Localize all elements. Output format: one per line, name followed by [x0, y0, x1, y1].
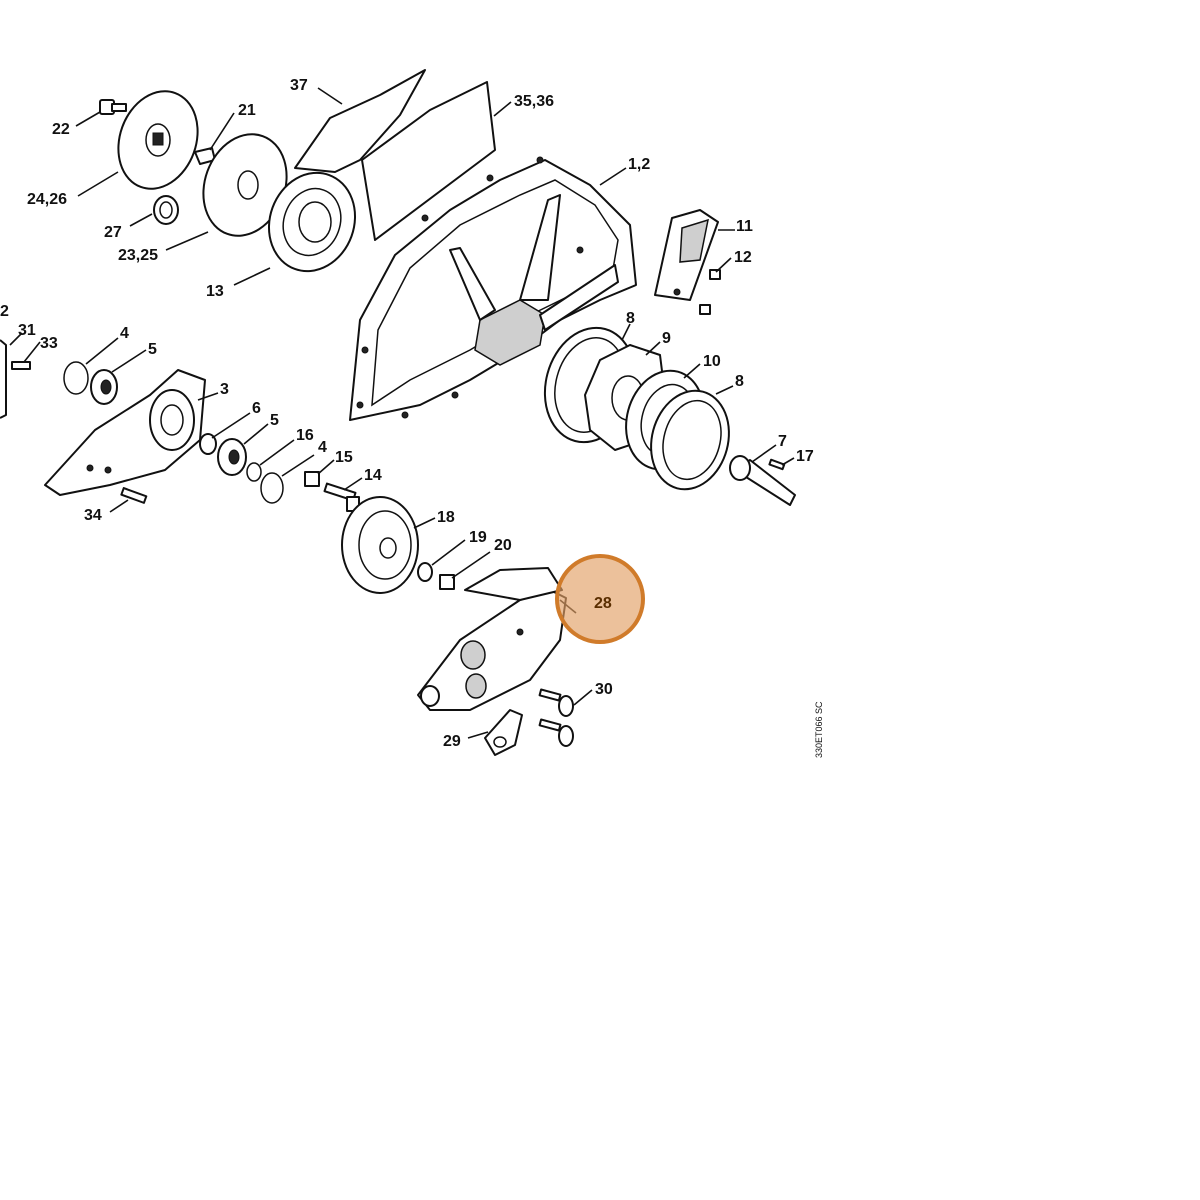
part-7-shaft [729, 455, 796, 506]
label-13: 13 [206, 283, 224, 300]
label-12: 12 [734, 249, 752, 266]
part-16-washer [246, 462, 262, 482]
part-8-seal-right [650, 389, 730, 491]
label-5-mid: 5 [270, 412, 279, 429]
label-22: 22 [52, 121, 70, 138]
highlight-circle [555, 554, 645, 644]
label-37: 37 [290, 77, 308, 94]
label-28: 28 [594, 595, 612, 612]
label-5: 5 [148, 341, 157, 358]
part-17-key [768, 458, 786, 471]
label-1-2: 1,2 [628, 156, 650, 173]
label-8-top: 8 [626, 310, 635, 327]
part-29-bracket [484, 709, 523, 756]
leader-lines [9, 87, 795, 739]
partial-part-left-edge [0, 339, 7, 419]
part-4-circlip [63, 361, 89, 395]
part-15-nut [304, 471, 320, 487]
label-18: 18 [437, 509, 455, 526]
part-34-screw [120, 487, 148, 504]
part-20-nut [439, 574, 455, 590]
label-20: 20 [494, 537, 512, 554]
label-15: 15 [335, 449, 353, 466]
part-4-circlip-mid [260, 472, 284, 504]
label-14: 14 [364, 467, 382, 484]
part-labels: 37 35,36 22 21 1,2 24,26 27 23,25 11 12 … [0, 77, 814, 750]
part-27-bushing [153, 195, 179, 225]
part-30-screws [538, 688, 574, 747]
label-6: 6 [252, 400, 261, 417]
label-2: 2 [0, 303, 9, 320]
part-22-bolt [99, 99, 127, 115]
label-21: 21 [238, 102, 256, 119]
label-16: 16 [296, 427, 314, 444]
label-31: 31 [18, 322, 36, 339]
label-8-right: 8 [735, 373, 744, 390]
part-18-pulley [341, 496, 419, 594]
drawing-code: 330ET066 SC [814, 701, 824, 758]
label-24-26: 24,26 [27, 191, 67, 208]
part-37-panel [294, 69, 496, 241]
label-19: 19 [469, 529, 487, 546]
part-6-spacer [199, 433, 217, 455]
label-9: 9 [662, 330, 671, 347]
label-3: 3 [220, 381, 229, 398]
part-12-screw [699, 269, 721, 315]
part-19-washer [417, 562, 433, 582]
part-5-bearing [90, 369, 118, 405]
label-29: 29 [443, 733, 461, 750]
part-14-bolt [323, 482, 360, 512]
label-23-25: 23,25 [118, 247, 158, 264]
label-27: 27 [104, 224, 122, 241]
label-4-mid: 4 [318, 439, 327, 456]
part-5-bearing-mid [217, 438, 247, 476]
part-24-26-disc [117, 90, 199, 190]
label-4: 4 [120, 325, 129, 342]
label-10: 10 [703, 353, 721, 370]
part-1-2-guard [349, 156, 637, 421]
part-11-handle [654, 209, 719, 301]
label-17: 17 [796, 448, 814, 465]
label-11: 11 [736, 218, 753, 235]
label-7: 7 [778, 433, 787, 450]
label-34: 34 [84, 507, 102, 524]
part-3-cover [44, 369, 206, 496]
label-35-36: 35,36 [514, 93, 554, 110]
part-13-flange [267, 171, 357, 273]
part-33-screw [11, 361, 31, 370]
label-33: 33 [40, 335, 58, 352]
label-30: 30 [595, 681, 613, 698]
